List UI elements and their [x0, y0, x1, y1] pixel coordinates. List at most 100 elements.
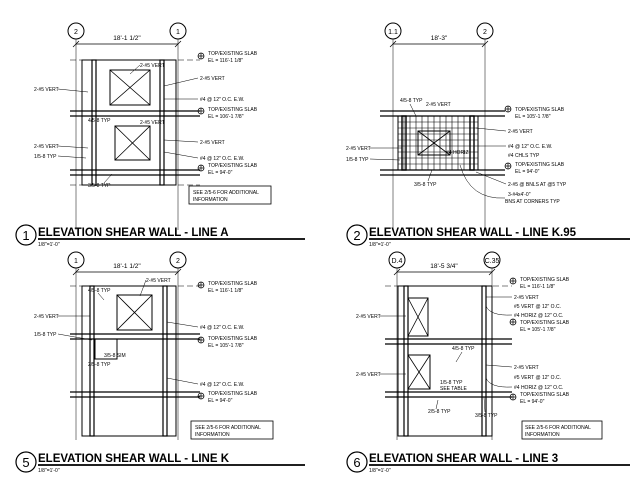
- note-right-1: #4 @ 12" O.C. E.W.: [200, 325, 244, 331]
- see-note-box: SEE 2/5-6 FOR ADDITIONAL INFORMATION: [521, 420, 603, 440]
- detail-number: 2: [353, 228, 360, 243]
- scale-text: 1/8"=1'-0": [38, 242, 60, 248]
- level-marker-3: TOP/EXISTING SLAB EL = 94'-0": [197, 391, 258, 404]
- opening-upper: [407, 297, 429, 337]
- svg-text:1: 1: [74, 258, 78, 265]
- svg-text:EL = 94'-0": EL = 94'-0": [520, 399, 545, 405]
- wall-outline: [380, 110, 505, 176]
- note-right-2: #4 @ 12" O.C. E.W.: [200, 97, 244, 103]
- title-text: ELEVATION SHEAR WALL - LINE 3: [369, 453, 558, 465]
- note-right-4: 2-#5 @ BNLS AT @5 TYP: [508, 182, 567, 188]
- opening-upper: [109, 69, 151, 106]
- svg-text:2: 2: [176, 258, 180, 265]
- svg-text:18'-1 1/2": 18'-1 1/2": [113, 263, 141, 270]
- level-marker-3: TOP/EXISTING SLAB EL = 94'-0": [509, 392, 570, 405]
- title-text: ELEVATION SHEAR WALL - LINE A: [38, 227, 229, 239]
- note-mid-2: 1/5-8 TYP: [440, 380, 463, 386]
- grid-bubble-left: 2: [67, 22, 85, 230]
- note-right-1: 2-#5 VERT: [514, 295, 539, 301]
- svg-text:EL = 105'-1 7/8": EL = 105'-1 7/8": [520, 327, 556, 333]
- note-right-4: 2-#5 VERT: [514, 365, 539, 371]
- dimension-line: 18'-1 1/2": [72, 263, 182, 276]
- note-left-2: 2-#5 VERT: [356, 372, 381, 378]
- note-left-3: 1/5-8 TYP: [34, 154, 57, 160]
- level-marker-2: TOP/EXISTING SLAB EL = 94'-0": [504, 162, 565, 175]
- panel-5-elevation-line-k: 1 2 18'-1 1/2": [15, 251, 305, 474]
- note-right-3: 2-#5 VERT: [200, 140, 225, 146]
- svg-text:EL = 94'-0": EL = 94'-0": [208, 398, 233, 404]
- note-left-3: 1/5-8 TYP: [346, 157, 369, 163]
- panel-1-elevation-line-a: 2 1 18'-1 1/2": [15, 22, 305, 248]
- svg-text:18'-3": 18'-3": [431, 35, 448, 42]
- grid-bubble-left: D.4: [388, 251, 406, 440]
- title-text: ELEVATION SHEAR WALL - LINE K: [38, 453, 230, 465]
- svg-text:1: 1: [176, 29, 180, 36]
- note-mid-1: 2-#5 VERT: [426, 102, 451, 108]
- svg-text:SEE 2/5-6 FOR ADDITIONAL: SEE 2/5-6 FOR ADDITIONAL: [195, 425, 261, 431]
- see-note-box: SEE 2/5-6 FOR ADDITIONAL INFORMATION: [190, 420, 274, 440]
- note-right-6: BNS AT CORNERS TYP: [505, 199, 560, 205]
- opening-lower: [114, 125, 151, 161]
- scale-text: 1/8"=1'-0": [369, 242, 391, 248]
- note-left-1: 4/5-8 TYP: [88, 288, 111, 294]
- svg-text:2: 2: [74, 29, 78, 36]
- grid-bubble-right: 2: [169, 251, 187, 440]
- note-mid-3: SEE TABLE: [440, 386, 467, 392]
- svg-text:INFORMATION: INFORMATION: [525, 432, 560, 438]
- svg-text:TOP/EXISTING SLAB: TOP/EXISTING SLAB: [208, 336, 258, 342]
- grid-bubble-right: 2: [476, 22, 494, 230]
- note-mid-2: 4/5-8 TYP: [88, 118, 111, 124]
- note-mid-1: 3/5-8 SIM: [104, 353, 126, 359]
- note-mid-3: 2-#5 VERT: [140, 120, 165, 126]
- drawing-title: 6 ELEVATION SHEAR WALL - LINE 3 1/8"=1'-…: [346, 451, 630, 474]
- svg-text:TOP/EXISTING SLAB: TOP/EXISTING SLAB: [520, 392, 570, 398]
- svg-text:TOP/EXISTING SLAB: TOP/EXISTING SLAB: [208, 107, 258, 113]
- note-mid-2: 2/5-8 TYP: [88, 362, 111, 368]
- svg-text:SEE 2/5-6 FOR ADDITIONAL: SEE 2/5-6 FOR ADDITIONAL: [193, 190, 259, 196]
- detail-number: 6: [353, 455, 360, 470]
- note-left-2: 2-#5 VERT: [34, 314, 59, 320]
- see-note-box: SEE 2/5-6 FOR ADDITIONAL INFORMATION: [188, 185, 272, 205]
- reinforcement-mesh: [398, 115, 478, 171]
- note-bottom-1: 2/5-8 TYP: [428, 409, 451, 415]
- svg-text:EL = 116'-1 1/8": EL = 116'-1 1/8": [520, 284, 555, 290]
- svg-text:D.4: D.4: [392, 258, 403, 265]
- svg-text:TOP/EXISTING SLAB: TOP/EXISTING SLAB: [208, 281, 258, 287]
- svg-text:TOP/EXISTING SLAB: TOP/EXISTING SLAB: [515, 162, 565, 168]
- drawing-title: 5 ELEVATION SHEAR WALL - LINE K 1/8"=1'-…: [15, 451, 305, 474]
- wall-outline: [70, 59, 200, 186]
- note-right-5: 3-#4x4'-0": [508, 192, 531, 198]
- svg-text:18'-5 3/4": 18'-5 3/4": [430, 263, 458, 270]
- note-left-1: 2-#5 VERT: [34, 87, 59, 93]
- note-left-2: 2-#5 VERT: [346, 146, 371, 152]
- note-left-1: 2-#5 VERT: [356, 314, 381, 320]
- note-left-1: 4/5-8 TYP: [400, 98, 423, 104]
- level-marker-1: TOP/EXISTING SLAB EL = 105'-1 7/8": [504, 105, 565, 120]
- drawing-title: 2 ELEVATION SHEAR WALL - LINE K.95 1/8"=…: [346, 224, 630, 248]
- detail-number: 5: [22, 455, 29, 470]
- detail-number: 1: [22, 228, 29, 243]
- note-mid-1: 4/5-8 TYP: [452, 346, 475, 352]
- dimension-line: 18'-1 1/2": [72, 35, 182, 48]
- dimension-line: 18'-3": [389, 35, 489, 48]
- panel-2-elevation-line-k95: 1.1 2 18'-3": [346, 22, 630, 248]
- level-marker-2: TOP/EXISTING SLAB EL = 105'-1 7/8": [197, 336, 258, 349]
- note-mid-2: #4 HORIZ: [446, 150, 469, 156]
- scale-text: 1/8"=1'-0": [38, 468, 60, 474]
- note-bottom-1: 3/5-8 TYP: [88, 183, 111, 189]
- svg-text:EL = 94'-0": EL = 94'-0": [515, 169, 540, 175]
- svg-text:2: 2: [483, 29, 487, 36]
- grid-bubble-right: 1: [169, 22, 187, 230]
- dimension-line: 18'-5 3/4": [393, 263, 496, 276]
- note-left-3: 1/5-8 TYP: [34, 332, 57, 338]
- svg-text:EL = 116'-1 1/8": EL = 116'-1 1/8": [208, 58, 243, 64]
- level-marker-1: TOP/EXISTING SLAB EL = 116'-1 1/8": [197, 51, 258, 64]
- svg-text:EL = 106'-1 7/8": EL = 106'-1 7/8": [208, 114, 244, 120]
- svg-text:EL = 116'-1 1/8": EL = 116'-1 1/8": [208, 288, 243, 294]
- svg-text:INFORMATION: INFORMATION: [195, 432, 230, 438]
- grid-bubble-left: 1.1: [384, 22, 402, 230]
- svg-text:EL = 94'-0": EL = 94'-0": [208, 170, 233, 176]
- svg-text:TOP/EXISTING SLAB: TOP/EXISTING SLAB: [208, 51, 258, 57]
- svg-text:TOP/EXISTING SLAB: TOP/EXISTING SLAB: [515, 107, 565, 113]
